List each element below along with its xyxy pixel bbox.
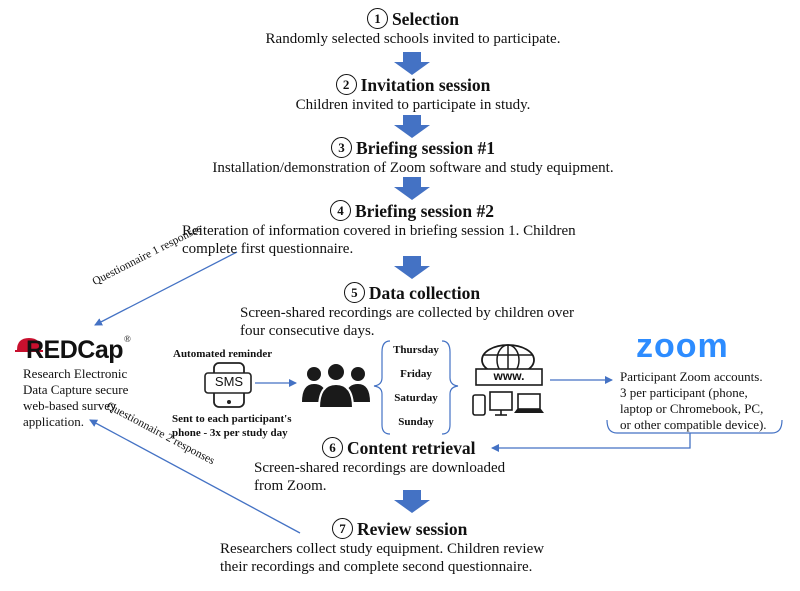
day-thursday: Thursday [393,344,439,356]
step-6-description-line-2: from Zoom. [254,478,327,494]
down-arrow-5 [394,490,430,513]
step-7-description-line-2: their recordings and complete second que… [220,559,533,575]
reminder-note-line-1: Sent to each participant's [172,413,292,425]
redcap-description-line-2: Data Capture secure [23,382,129,397]
step-4-number: 4 [329,200,351,221]
participants-group-icon [302,362,370,409]
step-4-description-line-2: complete first questionnaire. [182,241,354,257]
step-7-number: 7 [332,518,353,539]
redcap-cap-icon [15,338,43,352]
questionnaire-2-arrow [89,419,301,534]
redcap-registered-mark: ® [124,334,131,344]
step-5-description-line-2: four consecutive days. [240,323,375,339]
step-6-description-line-1: Screen-shared recordings are downloaded [254,460,506,476]
step-3-description: Installation/demonstration of Zoom softw… [212,160,614,176]
questionnaire-1-arrow [94,251,238,326]
step-2-description: Children invited to participate in study… [295,97,531,113]
zoom-logo: zoom [636,327,729,365]
zoom-description-line-2: 3 per participant (phone, [620,385,748,400]
step-4-description-line-1: Reiteration of information covered in br… [182,223,576,239]
step-5-number: 5 [343,282,365,303]
zoom-description-line-4: or other compatible device). [620,417,767,432]
day-sunday: Sunday [398,416,434,428]
step-1-number: 1 [366,8,388,29]
step-3-number: 3 [330,137,352,158]
www-label: www. [493,369,525,383]
zoom-description-line-3: laptop or Chromebook, PC, [620,401,764,416]
step-1-description: Randomly selected schools invited to par… [265,31,561,47]
step-5-description-line-1: Screen-shared recordings are collected b… [240,305,575,321]
zoom-description: Participant Zoom accounts. 3 per partici… [620,369,767,433]
days-left-brace [373,340,391,435]
step-7-description-line-1: Researchers collect study equipment. Chi… [220,541,545,557]
sms-label: SMS [214,374,244,389]
phone-sms-icon [204,362,252,408]
redcap-description-line-3: web-based survey [23,398,117,413]
reminder-note-line-2: phone - 3x per study day [172,427,288,439]
zoom-to-retrieval-arrow [491,433,691,452]
redcap-description: Research Electronic Data Capture secure … [23,366,128,430]
down-arrow-3 [394,177,430,200]
web-devices-icon [472,344,544,416]
step-2-number: 2 [335,74,357,95]
step-6-number: 6 [322,437,343,458]
redcap-logo: REDCap [26,336,124,364]
down-arrow-4 [394,256,430,279]
zoom-bracket [606,419,783,434]
reminder-note: Sent to each participant's phone - 3x pe… [172,412,291,440]
down-arrow-2 [394,115,430,138]
redcap-description-line-4: application. [23,414,85,429]
days-right-brace [441,340,459,435]
redcap-description-line-1: Research Electronic [23,366,128,381]
zoom-description-line-1: Participant Zoom accounts. [620,369,763,384]
day-friday: Friday [400,368,432,380]
day-saturday: Saturday [394,392,438,404]
down-arrow-1 [394,52,430,75]
automated-reminder-label: Automated reminder [173,348,273,360]
